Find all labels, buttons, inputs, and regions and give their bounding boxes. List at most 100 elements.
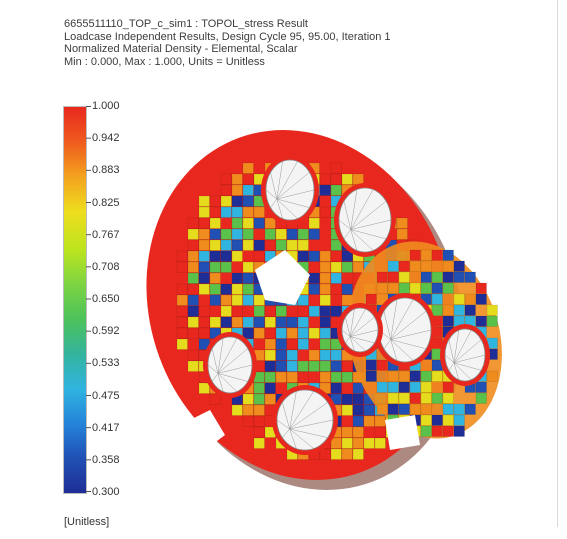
voxel-cell	[275, 228, 287, 240]
voxel-cell	[330, 173, 342, 185]
bolt-hole	[265, 159, 315, 221]
voxel-cell	[253, 393, 265, 405]
voxel-cell	[286, 338, 298, 350]
hole-mesh-line	[343, 229, 351, 239]
bolt-hole	[444, 328, 486, 382]
voxel-cell	[398, 403, 410, 415]
voxel-cell	[374, 415, 386, 427]
voxel-cell	[308, 327, 320, 339]
voxel-cell	[187, 283, 199, 295]
color-legend-bar	[63, 106, 87, 494]
voxel-cell	[374, 437, 386, 449]
voxel-cell	[209, 206, 221, 218]
voxel-cell	[387, 381, 399, 393]
voxel-cell	[453, 425, 465, 437]
hole-mesh-line	[349, 316, 375, 337]
voxel-cell	[187, 294, 199, 306]
hole-mesh-line	[390, 339, 414, 361]
topology-model-view[interactable]	[135, 90, 515, 510]
voxel-cell	[187, 250, 199, 262]
voxel-cell	[319, 250, 331, 262]
voxel-cell	[341, 371, 353, 383]
voxel-cell	[398, 282, 410, 294]
voxel-cell	[264, 338, 276, 350]
voxel-cell	[387, 271, 399, 283]
voxel-cell	[365, 359, 377, 371]
voxel-cell	[365, 293, 377, 305]
hole-mesh-line	[349, 336, 355, 351]
voxel-cell	[330, 162, 342, 174]
voxel-cell	[187, 228, 199, 240]
voxel-cell	[231, 250, 243, 262]
voxel-cell	[330, 349, 342, 361]
voxel-cell	[330, 371, 342, 383]
voxel-cell	[330, 184, 342, 196]
voxel-cell	[341, 360, 353, 372]
hole-mesh-line	[350, 336, 375, 344]
hole-mesh-line	[350, 189, 358, 230]
voxel-cell	[242, 393, 254, 405]
hole-mesh-line	[289, 391, 314, 430]
hole-mesh-line	[207, 364, 219, 374]
voxel-cell	[297, 305, 309, 317]
hole-mesh-line	[350, 219, 392, 230]
voxel-cell	[198, 316, 210, 328]
voxel-cell	[352, 415, 364, 427]
voxel-cell	[363, 415, 375, 427]
voxel-cell	[308, 360, 320, 372]
voxel-cell	[220, 206, 232, 218]
voxel-cell	[409, 370, 421, 382]
voxel-cell	[442, 304, 454, 316]
hole-mesh-line	[390, 339, 398, 361]
voxel-cell	[242, 239, 254, 251]
voxel-cell	[253, 382, 265, 394]
voxel-cell	[198, 283, 210, 295]
voxel-cell	[319, 327, 331, 339]
material-void	[385, 415, 420, 450]
voxel-cell	[231, 316, 243, 328]
voxel-cell	[198, 250, 210, 262]
voxel-cell	[319, 283, 331, 295]
hole-mesh-line	[211, 373, 219, 382]
voxel-cell	[341, 261, 353, 273]
voxel-cell	[330, 272, 342, 284]
hole-mesh-line	[453, 362, 482, 371]
voxel-cell	[308, 305, 320, 317]
voxel-cell	[231, 217, 243, 229]
voxel-cell	[486, 304, 498, 316]
voxel-cell	[297, 294, 309, 306]
hole-mesh-line	[350, 189, 374, 230]
voxel-cell	[431, 370, 443, 382]
viewport-frame	[557, 0, 558, 527]
voxel-cell	[409, 260, 421, 272]
voxel-cell	[352, 404, 364, 416]
voxel-cell	[387, 392, 399, 404]
hole-mesh-line	[453, 330, 472, 363]
hole-mesh-line	[350, 229, 374, 251]
voxel-cell	[187, 239, 199, 251]
voxel-cell	[253, 294, 265, 306]
voxel-cell	[398, 381, 410, 393]
legend-tick-label: 0.708	[92, 260, 120, 273]
hole-mesh-line	[453, 339, 482, 363]
voxel-cell	[297, 316, 309, 328]
hole-mesh-line	[217, 348, 248, 374]
voxel-cell	[374, 426, 386, 438]
voxel-cell	[275, 371, 287, 383]
voxel-cell	[453, 403, 465, 415]
voxel-cell	[264, 349, 276, 361]
bolt-hole	[338, 187, 392, 253]
legend-tick-label: 0.650	[92, 293, 120, 305]
voxel-cell	[242, 206, 254, 218]
hole-mesh-line	[350, 229, 358, 251]
voxel-cell	[319, 294, 331, 306]
voxel-cell	[242, 415, 254, 427]
bolt-hole	[207, 336, 253, 394]
voxel-cell	[220, 228, 232, 240]
voxel-cell	[352, 382, 364, 394]
voxel-cell	[209, 316, 221, 328]
voxel-cell	[442, 249, 454, 261]
voxel-cell	[220, 184, 232, 196]
voxel-cell	[308, 217, 320, 229]
hole-mesh-line	[345, 336, 351, 344]
